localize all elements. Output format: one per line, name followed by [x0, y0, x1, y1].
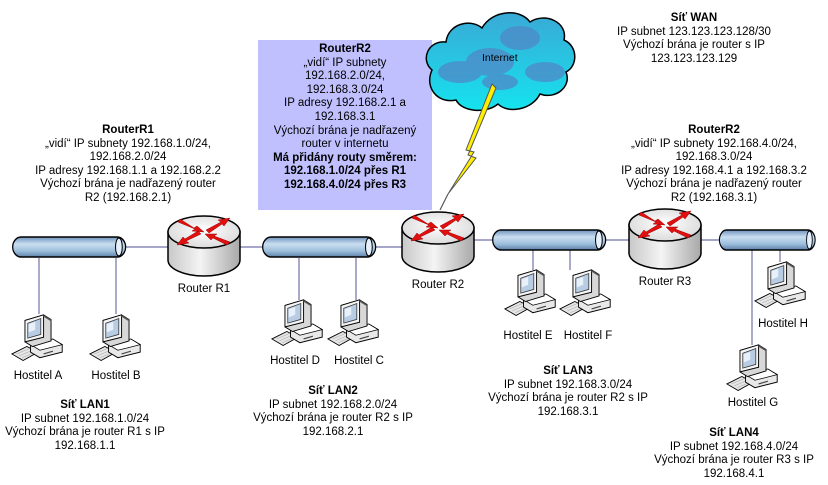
lan3-line: IP subnet 192.168.3.0/24 — [503, 378, 633, 391]
host-c-label: Hostitel C — [334, 355, 384, 367]
lan4-line: 192.168.4.1 — [703, 467, 765, 480]
lan2-segment — [261, 236, 377, 258]
host-c-icon[interactable] — [327, 299, 379, 347]
lan3-note: Síť LAN3 IP subnet 192.168.3.0/24 Výchoz… — [475, 365, 661, 419]
router-r2-note-title: RouterR2 — [319, 43, 371, 55]
router-r1-note-title: RouterR1 — [102, 124, 154, 136]
lan4-line: Výchozí brána je router R3 s IP — [654, 454, 814, 467]
lan4-title: Síť LAN4 — [709, 427, 759, 439]
wan-note: Síť WAN IP subnet 123.123.123.128/30 Výc… — [560, 12, 828, 66]
router-r3-note-title: RouterR2 — [688, 124, 740, 136]
router-r1-label: Router R1 — [177, 283, 231, 295]
router-r2-note: RouterR2 „vidí“ IP subnety 192.168.2.0/2… — [258, 43, 432, 193]
lan2-title: Síť LAN2 — [308, 385, 358, 397]
cables — [38, 239, 781, 345]
host-d-icon[interactable] — [271, 299, 323, 347]
lan3-title: Síť LAN3 — [543, 365, 593, 377]
wan-line: IP subnet 123.123.123.128/30 — [617, 25, 771, 38]
lan3-segment — [491, 229, 607, 251]
lan1-line: 192.168.1.1 — [54, 439, 116, 452]
router-r1-note-line: „vidí“ IP subnety 192.168.1.0/24, — [44, 137, 211, 150]
lan1-line: Výchozí brána je router R1 s IP — [5, 426, 165, 439]
host-g-label: Hostitel G — [727, 397, 779, 409]
cloud-icon — [425, 12, 576, 112]
router-r2-routes-heading: Má přidány routy směrem: — [273, 151, 417, 164]
router-r3-note: RouterR2 „vidí“ IP subnety 192.168.4.0/2… — [600, 124, 828, 206]
host-f-icon[interactable] — [559, 269, 611, 317]
lan1-note: Síť LAN1 IP subnet 192.168.1.0/24 Výchoz… — [0, 399, 170, 453]
router-r1-note-line: IP adresy 192.168.1.1 a 192.168.2.2 — [35, 164, 221, 177]
router-r3-icon[interactable] — [628, 208, 702, 270]
router-r2-note-line: 192.168.3.1 — [314, 110, 376, 123]
router-r2-note-background — [258, 40, 432, 210]
host-d-label: Hostitel D — [270, 355, 320, 367]
host-h-label: Hostitel H — [758, 318, 808, 330]
host-e-icon[interactable] — [504, 269, 556, 317]
lan1-segment — [11, 236, 127, 258]
lan4-line: IP subnet 192.168.4.0/24 — [669, 440, 799, 453]
router-r3-note-line: IP adresy 192.168.4.1 a 192.168.3.2 — [621, 164, 807, 177]
host-f-label: Hostitel F — [563, 330, 613, 342]
host-b-label: Hostitel B — [91, 370, 141, 382]
router-r2-note-line: 192.168.3.0/24 — [306, 83, 384, 96]
router-r1-note: RouterR1 „vidí“ IP subnety 192.168.1.0/2… — [0, 124, 256, 206]
lightning-icon — [447, 83, 497, 195]
wan-link — [439, 193, 449, 211]
host-a-label: Hostitel A — [13, 370, 63, 382]
host-b-icon[interactable] — [89, 314, 141, 362]
router-r2-note-line: Výchozí brána je nadřazený — [273, 124, 417, 137]
router-r2-route: 192.168.1.0/24 přes R1 — [283, 165, 407, 178]
host-g-icon[interactable] — [726, 344, 778, 392]
router-r2-label: Router R2 — [411, 279, 465, 291]
host-h-icon[interactable] — [754, 261, 806, 309]
host-a-icon[interactable] — [11, 314, 63, 362]
lan1-line: IP subnet 192.168.1.0/24 — [20, 412, 150, 425]
router-r2-icon[interactable] — [401, 211, 475, 273]
lan3-line: Výchozí brána je router R2 s IP — [488, 392, 648, 405]
router-r3-label: Router R3 — [638, 276, 692, 288]
router-r1-note-line: Výchozí brána je nadřazený router — [40, 178, 216, 191]
router-r3-note-line: 192.168.3.0/24 — [675, 151, 753, 164]
lan2-line: IP subnet 192.168.2.0/24 — [268, 398, 398, 411]
router-r2-note-line: router v internetu — [301, 138, 389, 151]
lan2-line: 192.168.2.1 — [302, 425, 364, 438]
router-r1-icon[interactable] — [167, 215, 241, 277]
wan-line: Výchozí brána je router s IP — [623, 39, 765, 52]
wan-title: Síť WAN — [670, 12, 718, 24]
router-r1-note-line: R2 (192.168.2.1) — [84, 191, 172, 204]
router-r1-note-line: 192.168.2.0/24 — [89, 151, 167, 164]
wan-line: 123.123.123.129 — [650, 52, 738, 65]
router-r2-note-line: IP adresy 192.168.2.1 a — [284, 97, 406, 110]
router-r2-note-line: 192.168.2.0/24, — [305, 70, 385, 83]
router-r3-note-line: Výchozí brána je nadřazený router — [626, 178, 802, 191]
lan1-title: Síť LAN1 — [60, 399, 110, 411]
router-r3-note-line: „vidí“ IP subnety 192.168.4.0/24, — [630, 137, 797, 150]
lan4-segment — [718, 229, 816, 251]
router-r2-route: 192.168.4.0/24 přes R3 — [283, 178, 407, 191]
router-r3-note-line: R2 (192.168.3.1) — [670, 191, 758, 204]
router-r2-note-line: „vidí“ IP subnety — [303, 56, 387, 69]
host-e-label: Hostitel E — [503, 330, 553, 342]
lan2-note: Síť LAN2 IP subnet 192.168.2.0/24 Výchoz… — [240, 385, 426, 439]
lan2-line: Výchozí brána je router R2 s IP — [253, 412, 413, 425]
lan4-note: Síť LAN4 IP subnet 192.168.4.0/24 Výchoz… — [640, 427, 828, 481]
lan3-line: 192.168.3.1 — [537, 405, 599, 418]
internet-label: Internet — [482, 52, 518, 64]
